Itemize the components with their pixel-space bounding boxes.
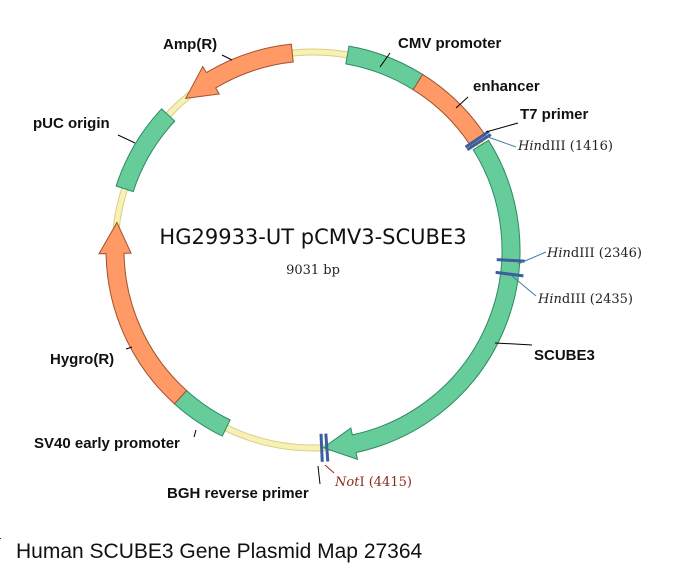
label-scube3: SCUBE3 [534,347,595,364]
leader-noti [324,464,335,474]
site-label-hindiii-2435: HindIII (2435) [537,292,633,307]
feature-amp-r [184,43,294,99]
leader-cmv [379,52,391,68]
label-enhancer: enhancer [473,78,540,95]
feature-puc-origin [115,108,176,193]
site-label-hindiii-1416: HindIII (1416) [517,139,613,154]
leader-hygro [125,346,133,350]
label-amp-r: Amp(R) [163,36,217,53]
site-label-noti-4415: NotI (4415) [334,475,412,490]
leader-bgh [317,465,321,485]
leader-hindiii-2346 [517,251,547,265]
features-layer [98,43,521,461]
label-sv40-early-promoter: SV40 early promoter [34,435,180,452]
leader-scube3 [494,342,533,346]
site-mark-hindiii-2346 [496,258,525,263]
leader-sv40 [193,429,197,438]
leader-puc [117,134,136,144]
primer-mark-bgh-reverse-primer [319,433,324,462]
feature-sv40-early-promoter [173,389,231,437]
site-mark-hindiii-1416 [466,133,492,152]
site-label-hindiii-2346: HindIII (2346) [546,246,642,261]
figure-caption: Human SCUBE3 Gene Plasmid Map 27364 [16,540,423,563]
feature-hygro-r [98,221,188,405]
feature-scube3 [322,139,521,461]
label-hygro-r: Hygro(R) [50,351,114,368]
plasmid-name: HG29933-UT pCMV3-SCUBE3 [159,225,466,249]
label-puc-origin: pUC origin [33,115,110,132]
plasmid-size: 9031 bp [286,263,340,278]
label-cmv-promoter: CMV promoter [398,35,502,52]
feature-cmv-promoter [345,45,424,91]
leader-hindiii-1416 [487,136,517,148]
leader-lines [117,52,547,485]
stray-dot [0,538,1,539]
leader-enhancer [455,96,469,109]
primer-mark-t7-primer [464,130,490,149]
leader-t7 [485,122,519,133]
sites-layer [319,130,525,462]
leader-hindiii-2435 [511,275,537,297]
label-t7-primer: T7 primer [520,106,589,123]
site-mark-noti-4415 [324,433,330,462]
site-mark-hindiii-2435 [495,270,524,278]
leader-amp [221,54,233,61]
label-bgh-reverse-primer: BGH reverse primer [167,485,309,502]
